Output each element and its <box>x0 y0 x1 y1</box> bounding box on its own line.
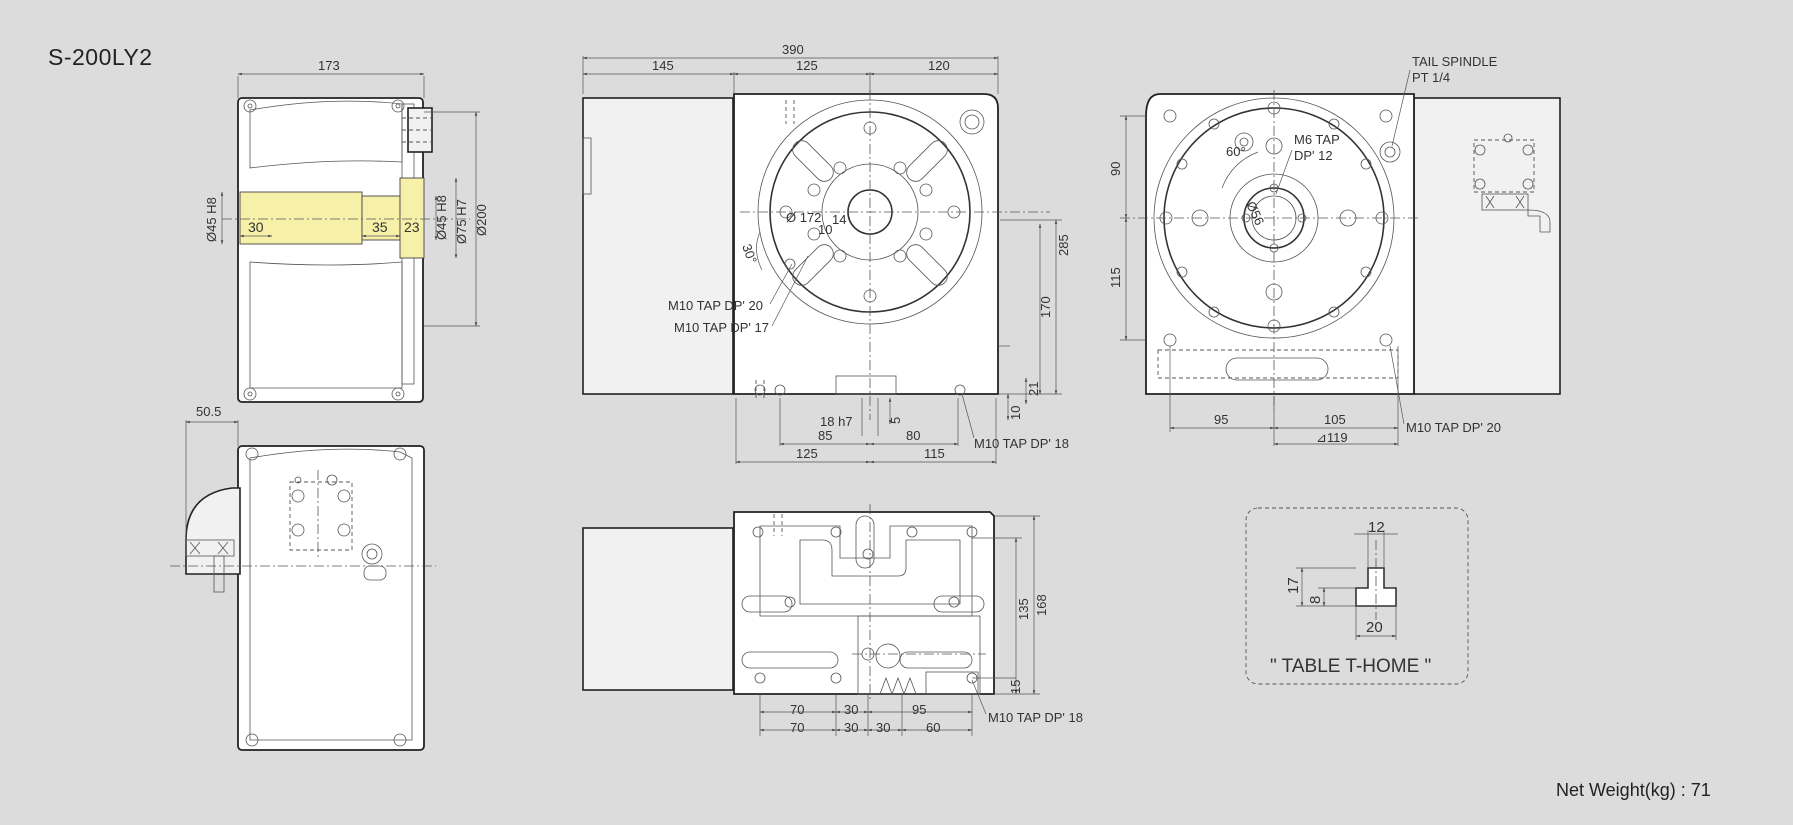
side-dim-width: 173 <box>318 58 340 73</box>
front-dim-5: 5 <box>888 417 903 424</box>
bottom-left-view: 50.5 <box>170 404 436 751</box>
bl-dim-50-5: 50.5 <box>196 404 221 419</box>
front-dim-170: 170 <box>1038 296 1053 318</box>
side-dim-35: 35 <box>372 219 388 235</box>
front-dim-85: 85 <box>818 428 832 443</box>
model-title: S-200LY2 <box>48 44 153 70</box>
front-dim-145: 145 <box>652 58 674 73</box>
t-home-caption: " TABLE T-HOME " <box>1270 656 1431 677</box>
front-note-m10-18: M10 TAP DP' 18 <box>974 436 1069 451</box>
right-dim-105: 105 <box>1324 412 1346 427</box>
side-dim-75h7: Ø75 H7 <box>454 199 469 244</box>
right-note-m10-20: M10 TAP DP' 20 <box>1406 420 1501 435</box>
front-dim-172: Ø 172 <box>786 210 821 225</box>
right-note-tail: TAIL SPINDLE <box>1412 54 1498 69</box>
front-dim-21: 21 <box>1026 382 1041 396</box>
front-note-m10-17: M10 TAP DP' 17 <box>674 320 769 335</box>
t-home-dim-8: 8 <box>1307 596 1324 604</box>
t-home-dim-20: 20 <box>1366 619 1383 636</box>
bottom-dim-60: 60 <box>926 720 940 735</box>
bottom-dim-15: 15 <box>1008 680 1023 694</box>
right-note-pt: PT 1/4 <box>1412 70 1450 85</box>
right-dim-90: 90 <box>1108 162 1123 176</box>
bottom-dim-70a: 70 <box>790 702 804 717</box>
side-dim-200: Ø200 <box>474 204 489 236</box>
bottom-note-m10-18: M10 TAP DP' 18 <box>988 710 1083 725</box>
t-home-dim-17: 17 <box>1285 577 1302 594</box>
front-dim-10b: 10 <box>1008 406 1023 420</box>
right-view: 60° Ø56 TAIL SPINDLE PT 1/4 M6 TAP DP' 1… <box>1108 54 1561 446</box>
side-dim-23: 23 <box>404 219 420 235</box>
front-dim-18h7: 18 h7 <box>820 414 853 429</box>
front-view: 390 145 125 120 Ø 172 14 10 30° M10 TAP … <box>582 42 1071 464</box>
front-dim-total: 390 <box>782 42 804 57</box>
bottom-dim-70b: 70 <box>790 720 804 735</box>
net-weight-label: Net Weight(kg) : 71 <box>1556 780 1711 800</box>
side-view: 173 Ø45 H8 30 35 23 Ø45 H8 Ø75 H7 Ø200 <box>204 58 489 403</box>
right-dim-95: 95 <box>1214 412 1228 427</box>
front-dim-80: 80 <box>906 428 920 443</box>
bottom-dim-30c: 30 <box>876 720 890 735</box>
front-note-m10-20: M10 TAP DP' 20 <box>668 298 763 313</box>
right-dim-60deg: 60° <box>1226 144 1246 159</box>
front-dim-125: 125 <box>796 58 818 73</box>
right-dim-115: 115 <box>1108 267 1123 288</box>
bottom-view: 135 168 15 70 30 95 70 30 30 60 M10 TAP … <box>582 504 1083 736</box>
front-dim-30deg: 30° <box>739 242 760 266</box>
bottom-dim-95: 95 <box>912 702 926 717</box>
side-dim-45h8: Ø45 H8 <box>434 195 449 240</box>
t-home-dim-12: 12 <box>1368 519 1385 536</box>
bottom-dim-135: 135 <box>1016 598 1031 620</box>
bottom-dim-30a: 30 <box>844 702 858 717</box>
right-dim-119: ⊿119 <box>1316 430 1348 445</box>
front-dim-285: 285 <box>1056 234 1071 256</box>
side-dim-30: 30 <box>248 219 264 235</box>
front-dim-125b: 125 <box>796 446 818 461</box>
bottom-dim-168: 168 <box>1034 594 1049 616</box>
front-dim-120: 120 <box>928 58 950 73</box>
t-home-detail: 12 17 8 20 " TABLE T-HOME " <box>1245 507 1469 685</box>
right-note-m6: M6 TAP <box>1294 132 1340 147</box>
front-dim-115: 115 <box>924 446 945 461</box>
front-dim-10: 10 <box>818 222 832 237</box>
bottom-dim-30b: 30 <box>844 720 858 735</box>
side-dim-bore: Ø45 H8 <box>204 197 219 242</box>
right-note-m6dp: DP' 12 <box>1294 148 1333 163</box>
front-dim-14: 14 <box>832 212 846 227</box>
